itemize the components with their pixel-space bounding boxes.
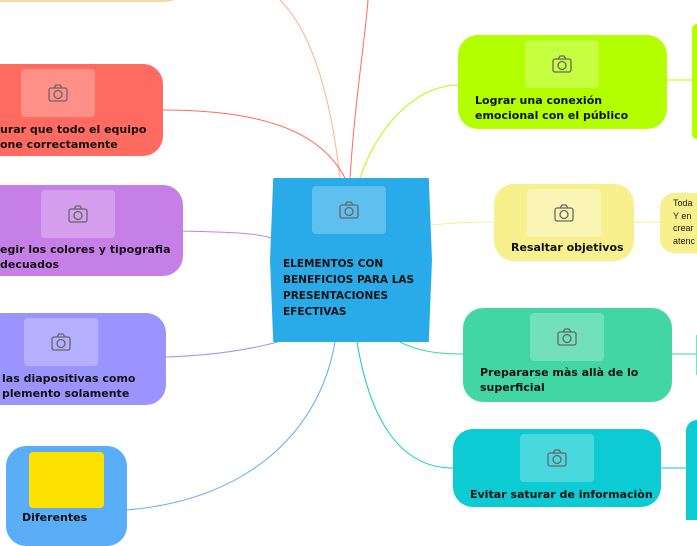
image-placeholder bbox=[21, 69, 95, 117]
image-placeholder bbox=[312, 186, 386, 234]
image-placeholder bbox=[41, 190, 115, 238]
image-placeholder bbox=[527, 189, 601, 237]
image-placeholder bbox=[24, 318, 98, 366]
connector-lines bbox=[125, 0, 696, 511]
node-saturar-child-partial[interactable] bbox=[686, 420, 697, 520]
camera-icon bbox=[51, 333, 71, 351]
node-objetivos[interactable]: Resaltar objetivos bbox=[494, 184, 634, 261]
node-top-partial[interactable] bbox=[0, 0, 185, 2]
node-label: Diferentes bbox=[22, 511, 88, 524]
node-label: Resaltar objetivos bbox=[511, 241, 624, 254]
image bbox=[29, 452, 104, 508]
node-conexion-child-partial[interactable] bbox=[692, 24, 697, 139]
camera-icon bbox=[68, 205, 88, 223]
node-label: Evitar saturar de informaciòn bbox=[470, 488, 653, 501]
camera-icon bbox=[547, 449, 567, 467]
image-placeholder bbox=[525, 40, 599, 88]
image-placeholder bbox=[520, 434, 594, 482]
camera-icon bbox=[557, 328, 577, 346]
camera-icon bbox=[48, 84, 68, 102]
camera-icon bbox=[339, 201, 359, 219]
node-saturar[interactable]: Evitar saturar de informaciòn bbox=[453, 429, 661, 507]
camera-icon bbox=[552, 55, 572, 73]
camera-icon bbox=[554, 204, 574, 222]
node-diferentes[interactable]: Diferentes bbox=[6, 446, 127, 546]
image-placeholder bbox=[530, 313, 604, 361]
